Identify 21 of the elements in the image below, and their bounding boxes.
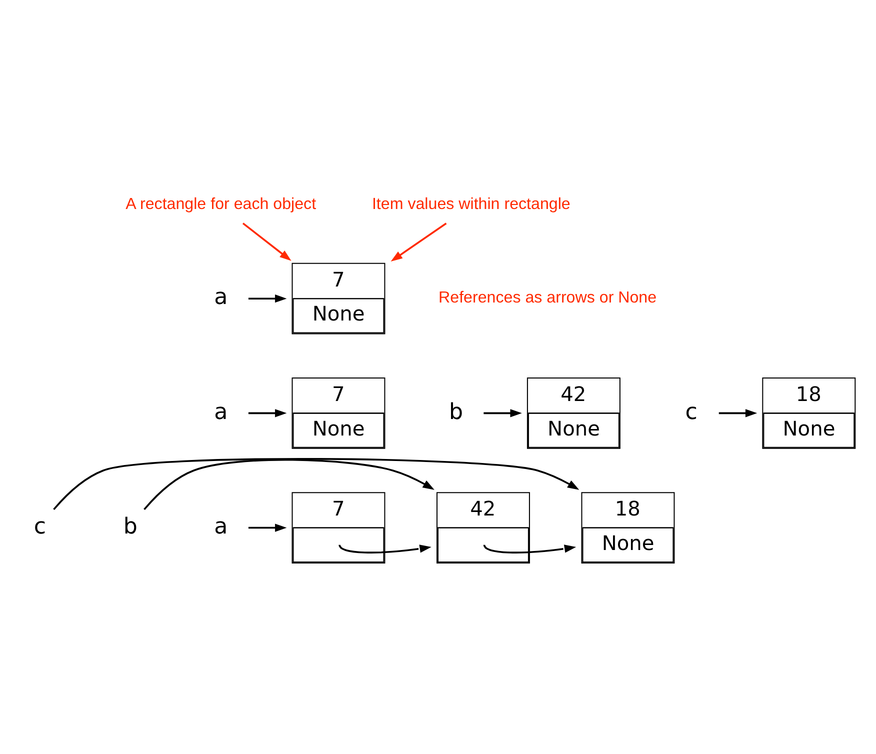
node-text: a xyxy=(214,284,228,310)
arrow xyxy=(718,409,758,418)
arrow xyxy=(338,544,432,554)
node-text: a xyxy=(214,513,228,540)
node-text: c xyxy=(685,398,698,425)
node-text: b xyxy=(123,513,138,540)
node-text: c xyxy=(34,513,46,540)
node-text: b xyxy=(449,398,464,425)
arrow xyxy=(248,409,287,418)
arrow xyxy=(248,524,287,532)
arrow xyxy=(242,222,292,261)
arrow xyxy=(144,459,434,510)
arrow xyxy=(483,544,576,554)
arrow xyxy=(390,222,447,262)
label: References as arrows or None xyxy=(438,288,657,306)
node-text: Item values within rectangle xyxy=(372,194,570,213)
arrow xyxy=(248,294,287,303)
arrow xyxy=(484,409,522,418)
node-text: A rectangle for each object xyxy=(126,194,316,213)
node-text: a xyxy=(214,398,228,425)
arrow xyxy=(53,458,580,510)
